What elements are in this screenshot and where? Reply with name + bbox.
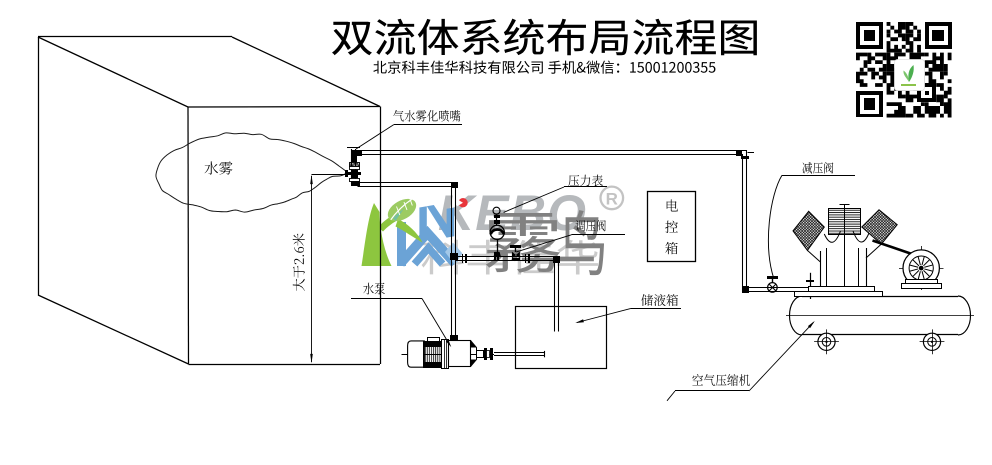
svg-text:R: R — [606, 190, 618, 209]
